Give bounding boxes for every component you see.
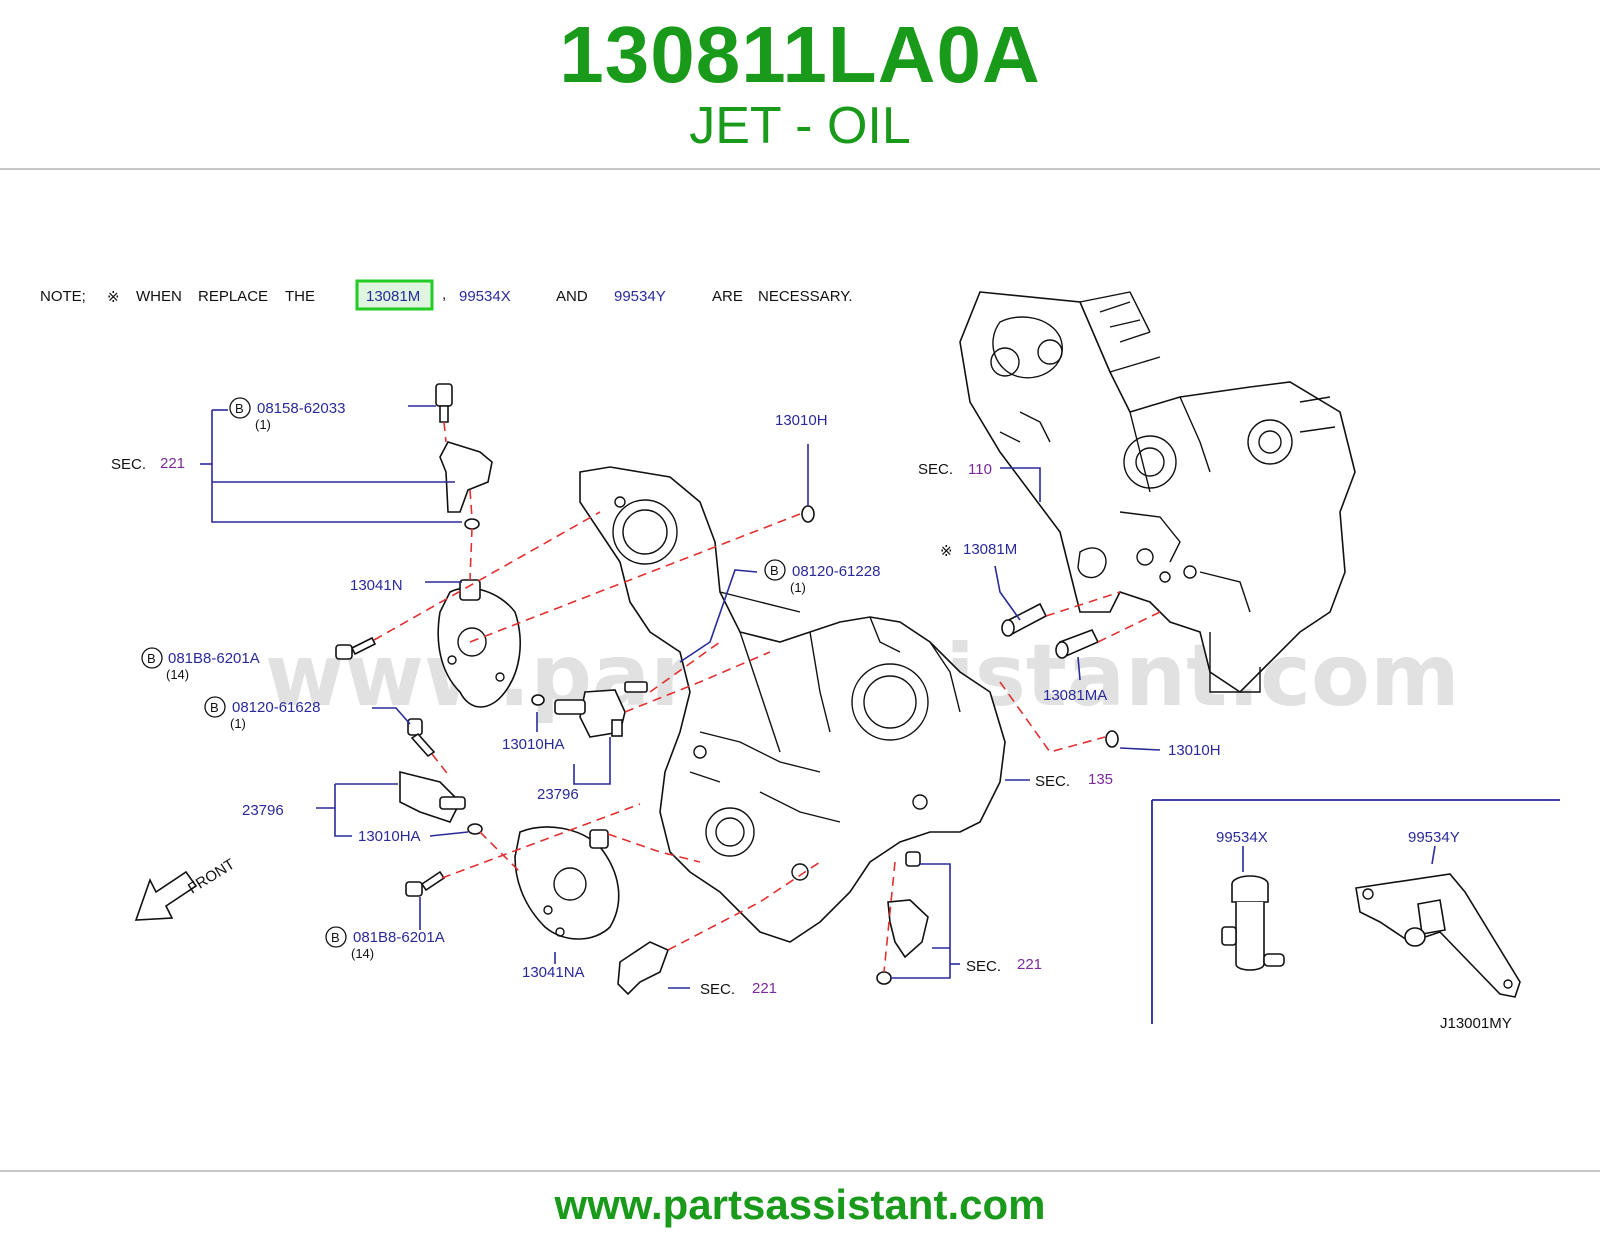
footer-divider — [0, 1170, 1600, 1172]
part-99534X-drawing — [1221, 875, 1285, 971]
parts-diagram: www.partsassistant.com NOTE; ※ WHEN REPL… — [40, 279, 1560, 1032]
bolt-badge: B — [235, 401, 244, 416]
callout-081B8-6201A-bottom[interactable]: B 081B8-6201A (14) — [325, 926, 445, 961]
part-number-title: 130811LA0A — [559, 10, 1041, 99]
bolt-081B8-top-drawing — [335, 636, 377, 660]
callout-13041N[interactable]: 13041N — [350, 577, 403, 594]
part-label[interactable]: 13081M — [963, 541, 1017, 558]
callout-23796-left[interactable]: 23796 — [242, 802, 284, 819]
engine-block-drawing — [959, 291, 1356, 694]
note-symbol: ※ — [940, 543, 953, 560]
callout-99534X[interactable]: 99534X — [1216, 829, 1268, 846]
part-name-subtitle: JET - OIL — [689, 97, 911, 155]
note-word-the: THE — [285, 288, 315, 305]
sec-number[interactable]: 221 — [752, 980, 777, 997]
part-label[interactable]: 08158-62033 — [257, 400, 345, 417]
part-label[interactable]: 081B8-6201A — [353, 929, 445, 946]
note-part-13081M[interactable]: 13081M — [366, 288, 420, 305]
note-word-necessary: NECESSARY. — [758, 288, 853, 305]
callout-sec-135[interactable]: SEC. 135 — [1035, 771, 1113, 790]
callout-sec-221-bottom[interactable]: SEC. 221 — [700, 980, 777, 998]
callout-13010H-right[interactable]: 13010H — [1168, 742, 1221, 759]
callout-13010HA-left[interactable]: 13010HA — [358, 828, 421, 845]
sec-label: SEC. — [966, 958, 1001, 975]
o-ring-13010H-top — [801, 505, 815, 523]
qty-label: (14) — [166, 667, 189, 682]
callout-08120-61228[interactable]: B 08120-61228 (1) — [764, 559, 880, 595]
highlight-box — [355, 279, 434, 311]
callout-08120-61628[interactable]: B 08120-61628 (1) — [204, 696, 320, 731]
callout-08158-62033[interactable]: B 08158-62033 (1) — [229, 397, 345, 432]
qty-label: (1) — [790, 580, 806, 595]
callout-23796-mid[interactable]: 23796 — [537, 786, 579, 803]
bolt-081B8-bottom-drawing — [405, 870, 446, 897]
timing-cover-drawing — [579, 466, 1006, 943]
o-ring-13010H-right — [1105, 730, 1119, 748]
bolt-badge: B — [210, 700, 219, 715]
sec-number[interactable]: 135 — [1088, 771, 1113, 788]
bottom-sensor-drawing — [617, 941, 670, 996]
callout-lines — [200, 405, 1436, 989]
part-label[interactable]: 08120-61628 — [232, 699, 320, 716]
bolt-badge: B — [147, 651, 156, 666]
qty-label: (1) — [255, 417, 271, 432]
sec-number[interactable]: 110 — [968, 461, 992, 478]
callout-99534Y[interactable]: 99534Y — [1408, 829, 1460, 846]
page-header: 130811LA0A JET - OIL — [0, 0, 1600, 170]
inset-frame — [1151, 799, 1560, 1024]
part-99534Y-drawing — [1355, 873, 1521, 998]
top-sensor-drawing — [435, 383, 493, 530]
callout-13010HA-mid[interactable]: 13010HA — [502, 736, 565, 753]
sec-number[interactable]: 221 — [160, 455, 185, 472]
sec-label: SEC. — [111, 456, 146, 473]
cover-13041NA-drawing — [514, 826, 620, 940]
part-label[interactable]: 08120-61228 — [792, 563, 880, 580]
note-word-are: ARE — [712, 288, 743, 305]
solenoid-23796-mid-drawing — [531, 681, 648, 738]
sec-label: SEC. — [918, 461, 953, 478]
note-part-99534Y[interactable]: 99534Y — [614, 288, 666, 305]
note-comma: , — [442, 286, 446, 303]
front-label: FRONT — [185, 856, 238, 898]
exploded-leader-lines — [373, 421, 1161, 973]
oil-jet-13081MA-drawing — [1055, 628, 1100, 659]
bolt-08120-61628-drawing — [407, 718, 436, 758]
header-divider — [0, 168, 1600, 170]
cover-13041N-drawing — [437, 579, 521, 708]
note-word-and: AND — [556, 288, 588, 305]
bolt-badge: B — [331, 930, 340, 945]
callout-13081M[interactable]: ※ 13081M — [940, 541, 1017, 560]
note-word-replace: REPLACE — [198, 288, 268, 305]
note-part-99534X[interactable]: 99534X — [459, 288, 511, 305]
part-label[interactable]: 081B8-6201A — [168, 650, 260, 667]
footer-website-link[interactable]: www.partsassistant.com — [554, 1181, 1046, 1228]
callout-13010H-top[interactable]: 13010H — [775, 412, 828, 429]
right-sensor-drawing — [876, 851, 929, 985]
qty-label: (1) — [230, 716, 246, 731]
front-direction-arrow: FRONT — [134, 856, 238, 921]
callout-13081MA[interactable]: 13081MA — [1043, 687, 1107, 704]
callout-sec-110[interactable]: SEC. 110 — [918, 461, 992, 478]
bolt-badge: B — [770, 563, 779, 578]
solenoid-23796-left-drawing — [399, 770, 483, 835]
callout-sec-221-right[interactable]: SEC. 221 — [966, 956, 1042, 975]
diagram-code: J13001MY — [1440, 1015, 1512, 1032]
sec-label: SEC. — [700, 981, 735, 998]
sec-label: SEC. — [1035, 773, 1070, 790]
sec-number[interactable]: 221 — [1017, 956, 1042, 973]
note-line: NOTE; ※ WHEN REPLACE THE 13081M , 99534X… — [40, 279, 853, 311]
note-symbol: ※ — [107, 289, 120, 306]
callout-081B8-6201A-top[interactable]: B 081B8-6201A (14) — [141, 647, 260, 682]
callout-sec-221-top[interactable]: SEC. 221 — [111, 455, 185, 473]
note-word-when: WHEN — [136, 288, 182, 305]
note-prefix: NOTE; — [40, 288, 86, 305]
qty-label: (14) — [351, 946, 374, 961]
callout-13041NA[interactable]: 13041NA — [522, 964, 585, 981]
